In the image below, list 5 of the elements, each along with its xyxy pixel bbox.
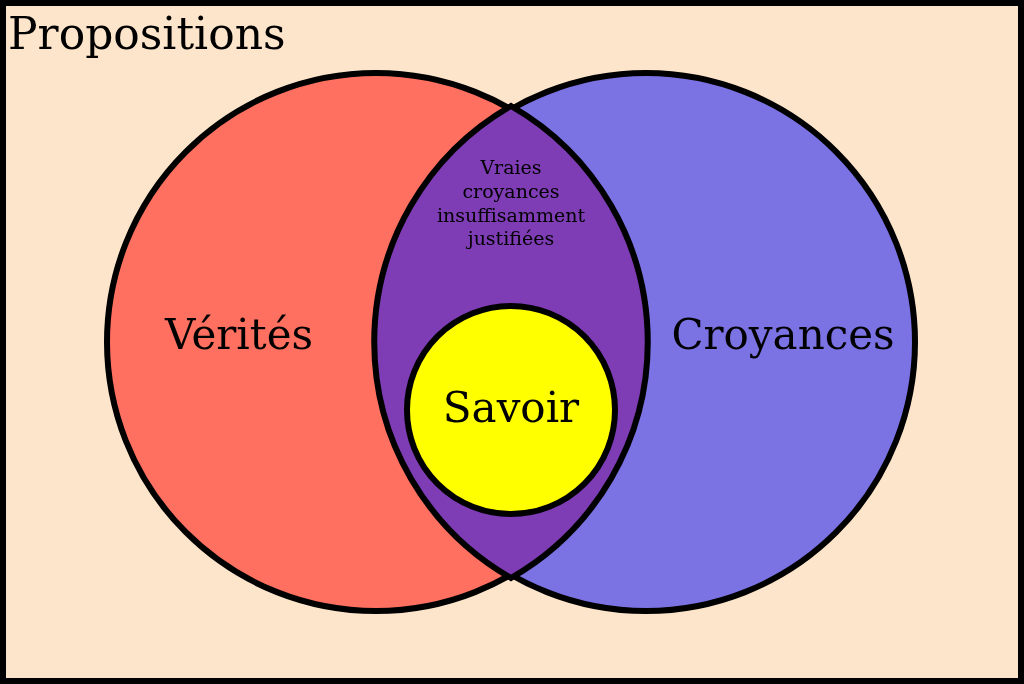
- region-label: Vraies croyances insuffisamment justifiées: [436, 156, 586, 251]
- set-label: Croyances: [670, 310, 896, 359]
- frame-title: Propositions: [8, 8, 287, 59]
- set-label: Savoir: [441, 383, 581, 432]
- set-label: Vérités: [163, 310, 315, 359]
